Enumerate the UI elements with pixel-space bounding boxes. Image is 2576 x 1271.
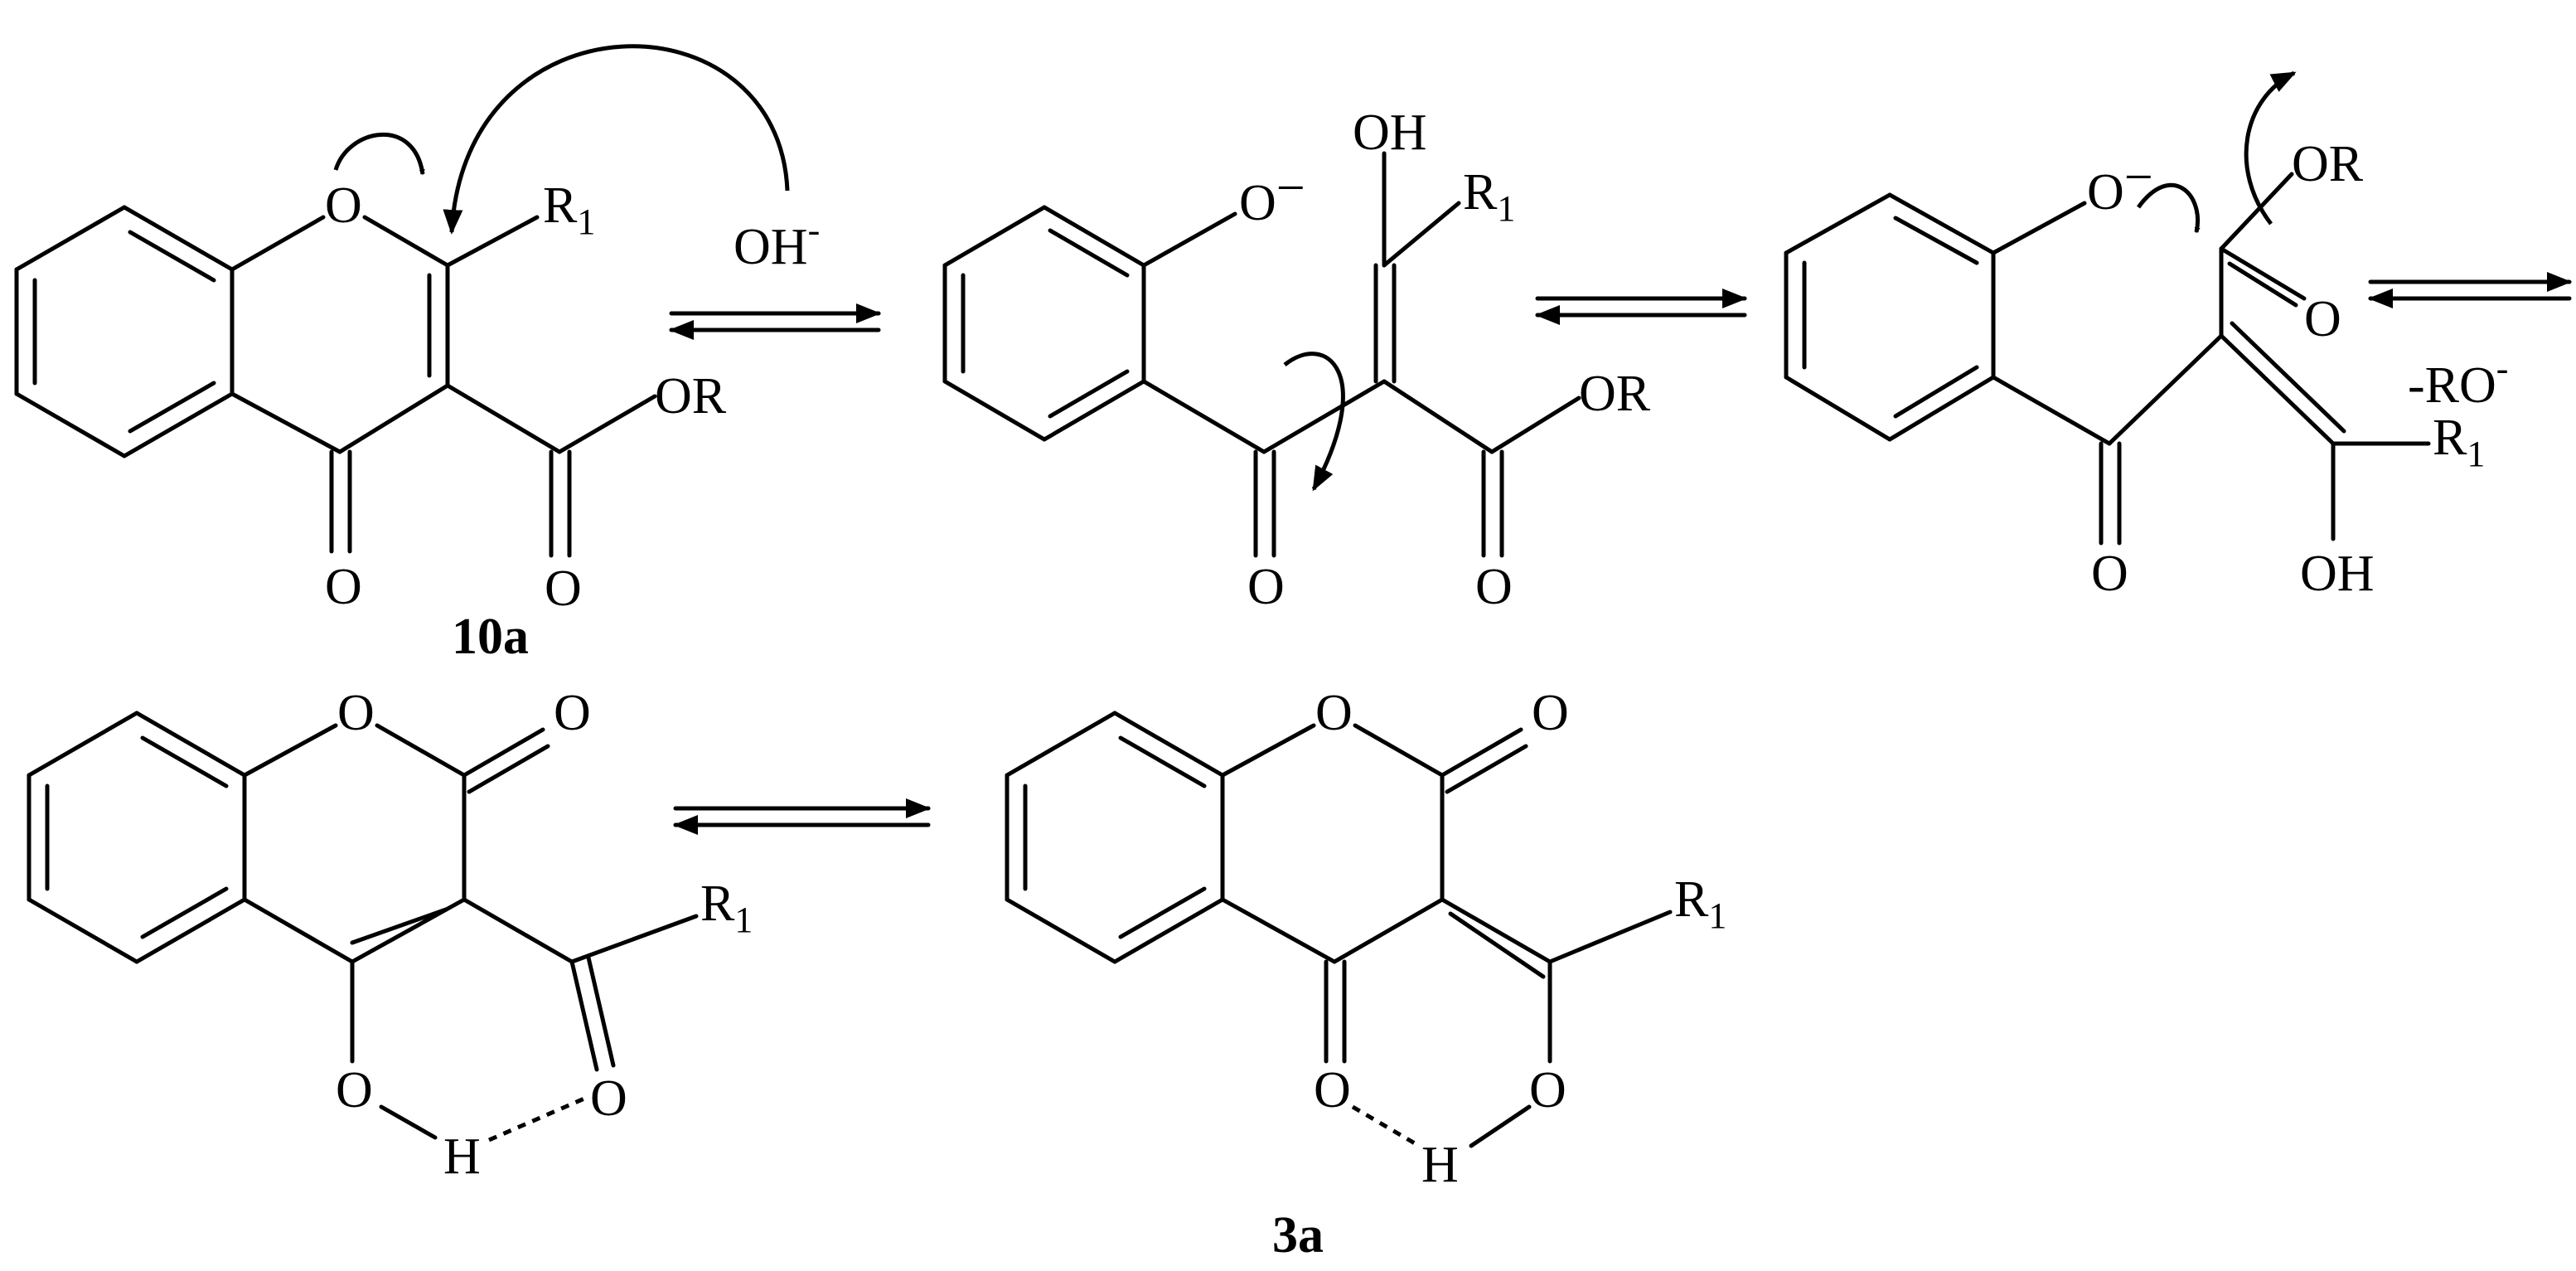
r1-substituent-10a: R1 bbox=[543, 177, 595, 242]
enol-hydrogen-3a: H bbox=[1421, 1137, 1459, 1193]
ketone-oxygen-intermediate-1: O bbox=[1247, 559, 1285, 615]
compound-label-3a: 3a bbox=[1272, 1207, 1324, 1264]
r1-substituent-enol: R1 bbox=[700, 876, 753, 940]
enol-oxygen-3a: O bbox=[1529, 1062, 1566, 1118]
ring-oxygen-enol: O bbox=[337, 685, 375, 741]
benzene-ring-enol bbox=[27, 711, 247, 964]
benzene-ring-intermediate-2 bbox=[1784, 192, 1996, 442]
ester-carbonyl-oxygen-10a: O bbox=[545, 560, 582, 617]
ester-group-10a bbox=[445, 383, 657, 558]
compound-label-10a: 10a bbox=[452, 609, 529, 665]
electron-arrow-alkoxide-departure bbox=[2244, 70, 2297, 226]
lactone-carbonyl-oxygen-enol: O bbox=[554, 685, 591, 741]
structure-enol-coumarin: O O R1 O H O bbox=[27, 685, 753, 1185]
equilibrium-arrow-1 bbox=[669, 303, 881, 340]
enol-oh-intermediate-2: OH bbox=[2300, 546, 2375, 602]
benzene-ring-intermediate-1 bbox=[942, 205, 1146, 442]
ester-or-intermediate-2: OR bbox=[2292, 136, 2364, 192]
benzene-ring-3a bbox=[1005, 711, 1225, 964]
ketone-oxygen-intermediate-2: O bbox=[2091, 546, 2128, 602]
equilibrium-arrow-4 bbox=[673, 798, 931, 835]
lactone-ring-3a bbox=[1220, 723, 1528, 964]
enol-hydrogen: H bbox=[443, 1128, 481, 1185]
lactone-ring-enol bbox=[242, 723, 550, 964]
alkoxide-leaving-group: -RO- bbox=[2408, 348, 2508, 414]
r1-substituent-intermediate-2: R1 bbox=[2433, 410, 2485, 474]
ester-or-intermediate-1: OR bbox=[1579, 366, 1651, 422]
electron-arrow-phenoxide-attack bbox=[2136, 182, 2201, 234]
phenoxide-oxygen-2: O− bbox=[2087, 149, 2153, 221]
enol-oh-1: OH bbox=[1353, 104, 1427, 161]
hydroxide-reagent: OH- bbox=[734, 210, 820, 275]
ring-oxygen-10a: O bbox=[325, 177, 362, 234]
r1-substituent-3a: R1 bbox=[1674, 871, 1726, 936]
intermediate-open-chain: O− OH R1 OR O O bbox=[942, 104, 1651, 615]
ester-carbonyl-oxygen-intermediate-1: O bbox=[1475, 559, 1513, 615]
equilibrium-arrow-2 bbox=[1535, 289, 1747, 325]
ester-or-10a: OR bbox=[655, 368, 727, 424]
electron-arrow-hydroxide-attack bbox=[443, 44, 790, 235]
ring-oxygen-3a: O bbox=[1315, 685, 1353, 741]
structure-10a: O R1 OR O O 10a OH- bbox=[14, 44, 820, 665]
ester-carbonyl-oxygen-intermediate-2: O bbox=[2304, 291, 2341, 347]
phenoxide-oxygen-1: O− bbox=[1239, 160, 1305, 231]
benzene-ring-10a bbox=[14, 205, 235, 458]
electron-arrow-ring-opening bbox=[333, 132, 425, 176]
structure-3a: O O R1 O O H 3a bbox=[1005, 685, 1726, 1264]
ketone-oxygen-3a: O bbox=[1314, 1062, 1351, 1118]
r1-substituent-intermediate-1: R1 bbox=[1463, 164, 1515, 229]
acyl-carbonyl-oxygen-enol: O bbox=[590, 1070, 627, 1127]
electron-arrow-intermediate-1 bbox=[1283, 352, 1345, 492]
lactone-carbonyl-oxygen-3a: O bbox=[1532, 685, 1569, 741]
intermediate-alkylidene: O− OR O -RO- R1 O OH bbox=[1784, 70, 2508, 602]
carbonyl-oxygen-10a: O bbox=[325, 559, 362, 615]
pyranone-ring-10a bbox=[230, 215, 540, 554]
enol-oxygen: O bbox=[336, 1062, 373, 1118]
equilibrium-arrow-3 bbox=[2368, 272, 2572, 308]
